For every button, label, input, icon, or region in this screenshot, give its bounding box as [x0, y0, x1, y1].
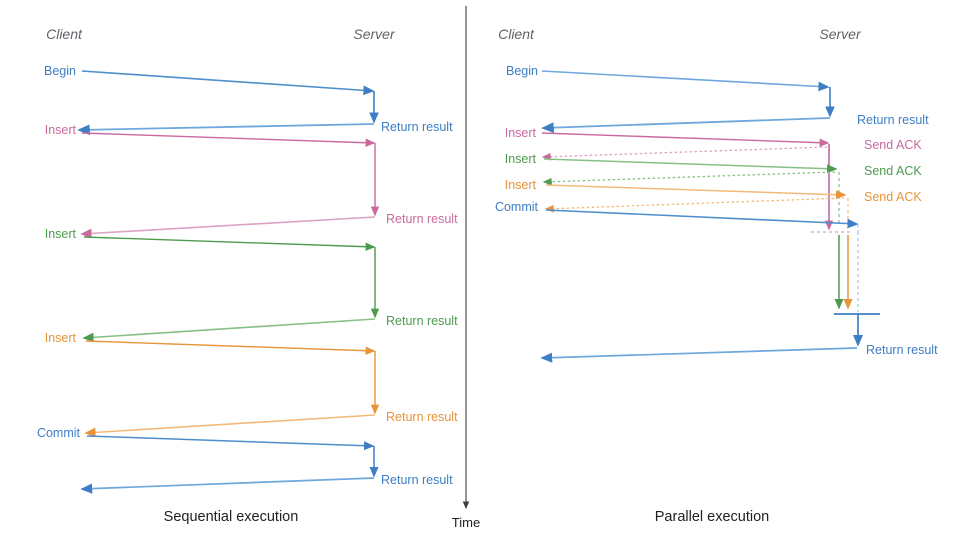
left-response-arrow-insert-1	[80, 216, 376, 239]
right-client-lane-title: Client	[498, 26, 535, 42]
left-server-label-return-2: Return result	[386, 212, 458, 226]
right-exchange-insert-2	[542, 158, 844, 310]
right-server-label-ack-2: Send ACK	[864, 164, 922, 178]
left-panel-sequential: Client Server Begin Insert Insert Insert…	[37, 26, 458, 525]
time-axis-label: Time	[452, 515, 480, 530]
right-request-arrow-insert-1	[541, 132, 830, 147]
right-server-label-ack-1: Send ACK	[864, 138, 922, 152]
right-ack-arrow-insert-1	[541, 146, 828, 161]
right-request-arrow-begin	[541, 70, 830, 92]
left-client-label-commit: Commit	[37, 426, 81, 440]
right-exchange-begin	[541, 70, 835, 134]
right-panel-caption: Parallel execution	[655, 509, 769, 525]
left-response-arrow-commit	[80, 477, 375, 494]
right-client-label-insert-3: Insert	[505, 178, 537, 192]
left-exchange-insert-1	[80, 132, 380, 239]
right-response-arrow-begin	[541, 117, 831, 134]
right-panel-parallel: Client Server Begin Insert Insert Insert…	[495, 26, 938, 525]
right-request-arrow-insert-3	[545, 184, 847, 200]
right-server-label-ack-3: Send ACK	[864, 190, 922, 204]
left-request-arrow-begin	[81, 70, 375, 96]
left-exchange-insert-3	[84, 340, 380, 438]
right-exchange-insert-1	[541, 132, 852, 233]
left-client-lane-title: Client	[46, 26, 83, 42]
right-client-label-commit: Commit	[495, 200, 539, 214]
left-response-arrow-insert-2	[82, 318, 376, 343]
right-client-label-insert-1: Insert	[505, 126, 537, 140]
left-client-label-insert-1: Insert	[45, 123, 77, 137]
right-ack-arrow-insert-2	[542, 171, 836, 186]
left-request-arrow-insert-2	[83, 236, 376, 251]
right-request-arrow-commit	[545, 209, 859, 229]
left-client-label-insert-3: Insert	[45, 331, 77, 345]
right-request-arrow-insert-2	[543, 158, 838, 174]
left-response-arrow-insert-3	[84, 414, 376, 438]
left-request-arrow-insert-1	[81, 132, 376, 147]
left-server-label-return-4: Return result	[386, 410, 458, 424]
left-exchange-commit	[80, 435, 379, 494]
right-ack-arrow-insert-3	[544, 197, 845, 213]
left-server-label-return-3: Return result	[386, 314, 458, 328]
left-request-arrow-commit	[86, 435, 375, 451]
left-client-label-insert-2: Insert	[45, 227, 77, 241]
left-server-label-return-1: Return result	[381, 120, 453, 134]
left-exchange-insert-2	[82, 236, 380, 343]
left-request-arrow-insert-3	[85, 340, 376, 355]
left-response-arrow-begin	[77, 123, 375, 136]
right-server-label-return-2: Return result	[866, 343, 938, 357]
right-server-lane-title: Server	[819, 26, 862, 42]
right-client-label-insert-2: Insert	[505, 152, 537, 166]
left-server-label-return-5: Return result	[381, 473, 453, 487]
left-client-label-begin: Begin	[44, 64, 76, 78]
right-server-label-return-1: Return result	[857, 113, 929, 127]
right-exchange-insert-3	[544, 184, 853, 310]
left-server-lane-title: Server	[353, 26, 396, 42]
right-exchange-commit	[540, 209, 880, 363]
left-panel-caption: Sequential execution	[164, 509, 299, 525]
right-response-arrow-commit	[540, 347, 858, 363]
left-exchange-begin	[77, 70, 379, 136]
right-client-label-begin: Begin	[506, 64, 538, 78]
time-axis: Time	[452, 6, 480, 530]
